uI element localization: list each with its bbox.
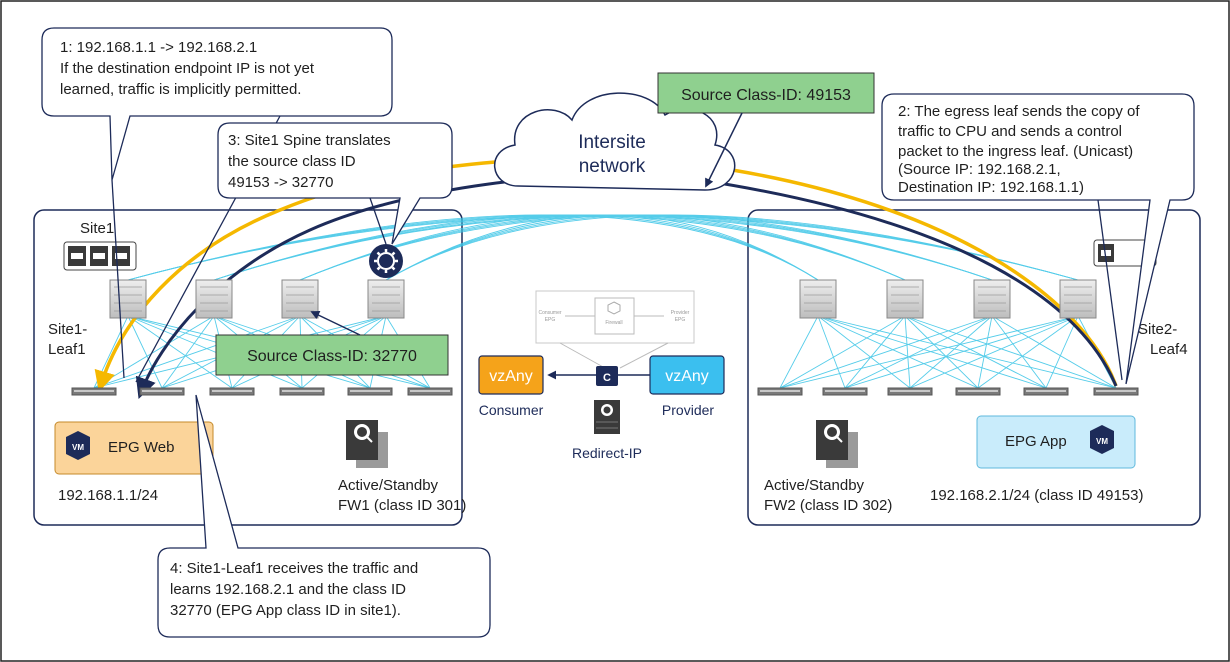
epg-app-box: EPG App VM <box>976 415 1136 469</box>
callout-2-pointer <box>1097 199 1123 381</box>
vm-badge-web: VM <box>72 443 84 452</box>
callout-2-line3: packet to the ingress leaf. (Unicast) <box>898 143 1133 160</box>
site2-leaf-5 <box>1023 387 1069 396</box>
source-class-id-tag-mid: Source Class-ID: 32770 <box>215 334 449 376</box>
callout-2-line5: Destination IP: 192.168.1.1) <box>898 179 1084 196</box>
site1-box <box>33 209 463 526</box>
callout-4-line1: 4: Site1-Leaf1 receives the traffic and <box>170 560 418 577</box>
cloud-label-line1: Intersite <box>578 132 646 153</box>
vm-badge-app: VM <box>1096 437 1108 446</box>
mini-consumer-l1: Consumer <box>538 310 561 316</box>
site1-leaf-4 <box>279 387 325 396</box>
site2-leaf-1 <box>757 387 803 396</box>
fw1-label-line2: FW1 (class ID 301) <box>338 497 466 514</box>
fw2-label-line2: FW2 (class ID 302) <box>764 497 892 514</box>
vzany-consumer-box: vzAny <box>489 368 533 385</box>
fw1-label-line1: Active/Standby <box>338 477 439 494</box>
callout-1-pointer-a <box>111 179 125 379</box>
mini-provider-l2: EPG <box>675 317 686 323</box>
callout-1-line2: If the destination endpoint IP is not ye… <box>60 60 315 77</box>
site2-leaf-4 <box>955 387 1001 396</box>
epg-app-label: EPG App <box>1005 433 1067 450</box>
mini-consumer-l2: EPG <box>545 317 556 323</box>
callout-4: 4: Site1-Leaf1 receives the traffic and … <box>157 394 491 638</box>
redirect-firewall-icon <box>594 400 620 434</box>
provider-label: Provider <box>662 402 714 418</box>
fw2-label-line1: Active/Standby <box>764 477 865 494</box>
source-class-id-top-label: Source Class-ID: 49153 <box>681 87 851 104</box>
site2-spine-3 <box>973 279 1011 319</box>
site1-spines <box>109 279 405 319</box>
site1-leaf-3 <box>209 387 255 396</box>
site2-leaf-3 <box>887 387 933 396</box>
mini-provider-l1: Provider <box>671 310 690 316</box>
callout-2-line4: (Source IP: 192.168.2.1, <box>898 161 1061 178</box>
callout-4-line3: 32770 (EPG App class ID in site1). <box>170 602 401 619</box>
callout-2-line2: traffic to CPU and sends a control <box>898 123 1122 140</box>
site2-leaf4-label-line2: Leaf4 <box>1150 341 1188 358</box>
site1-leaf-6 <box>407 387 453 396</box>
fw2-icon <box>816 420 858 468</box>
site1-leaf1-label-line2: Leaf1 <box>48 341 86 358</box>
site1-leaf1-label-line1: Site1- <box>48 321 87 338</box>
site1-apic-icon <box>63 241 137 271</box>
site2-leaf-2 <box>822 387 868 396</box>
site2-spines <box>799 279 1097 319</box>
site2-box <box>747 209 1201 526</box>
source-class-id-mid-label: Source Class-ID: 32770 <box>247 348 417 365</box>
site2-apic-icon <box>1093 239 1157 267</box>
callout-1-line3: learned, traffic is implicitly permitted… <box>60 81 301 98</box>
vm-icon-app: VM <box>1090 425 1114 454</box>
callout-2: 2: The egress leaf sends the copy of tra… <box>881 93 1195 385</box>
site1-leaf-2 <box>139 387 185 396</box>
contract-graphic: Consumer EPG Firewall Provider EPG vzAny… <box>478 290 725 461</box>
site1-leaf-1 <box>71 387 117 396</box>
site2-spine-4 <box>1059 279 1097 319</box>
callout-3-pointer <box>369 197 387 245</box>
fw1-icon <box>346 420 388 468</box>
site2-ip-label: 192.168.2.1/24 (class ID 49153) <box>930 487 1143 504</box>
callout-3-line2: the source class ID <box>228 153 356 170</box>
epg-web-box: VM EPG Web <box>54 421 214 475</box>
site1-spine-1 <box>109 279 147 319</box>
tag-top-pointer <box>705 112 743 188</box>
site2-spine-2 <box>886 279 924 319</box>
site1-spine-2 <box>195 279 233 319</box>
site2-leaf4-label-line1: Site2- <box>1138 321 1177 338</box>
tag-mid-pointer <box>310 311 361 336</box>
site1-spine-4 <box>367 279 405 319</box>
contract-badge: C <box>603 372 611 384</box>
callout-1: 1: 192.168.1.1 -> 192.168.2.1 If the des… <box>41 27 393 181</box>
site2-leaf-6 <box>1093 387 1139 396</box>
vzany-provider-box: vzAny <box>665 368 709 385</box>
site1-title: Site1 <box>80 220 114 237</box>
callout-3-line1: 3: Site1 Spine translates <box>228 132 391 149</box>
vm-icon-web: VM <box>66 431 90 460</box>
leaf-switches <box>71 387 1139 396</box>
intersite-network-cloud: Intersite network <box>494 92 736 191</box>
source-class-id-tag-top: Source Class-ID: 49153 <box>657 72 875 114</box>
epg-web-label: EPG Web <box>108 439 174 456</box>
site1-ip-label: 192.168.1.1/24 <box>58 487 158 504</box>
callout-3-line3: 49153 -> 32770 <box>228 174 334 191</box>
callout-4-line2: learns 192.168.2.1 and the class ID <box>170 581 406 598</box>
callout-3: 3: Site1 Spine translates the source cla… <box>217 122 453 245</box>
site2-spine-1 <box>799 279 837 319</box>
gear-icon <box>369 244 403 278</box>
consumer-label: Consumer <box>479 402 544 418</box>
callout-2-line1: 2: The egress leaf sends the copy of <box>898 103 1140 120</box>
site1-leaf-5 <box>347 387 393 396</box>
cloud-label-line2: network <box>579 156 646 177</box>
callout-1-line1: 1: 192.168.1.1 -> 192.168.2.1 <box>60 39 257 56</box>
mini-firewall: Firewall <box>605 320 622 326</box>
redirect-ip-label: Redirect-IP <box>572 445 642 461</box>
